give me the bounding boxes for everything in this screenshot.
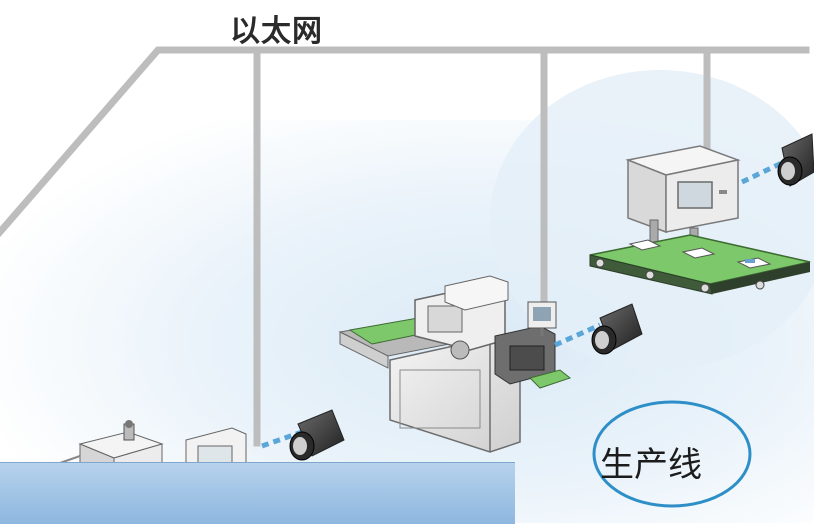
bottom-banner xyxy=(0,462,515,524)
production-line-label: 生产线 xyxy=(600,445,702,485)
controller-cabinet-icon xyxy=(625,145,741,255)
industrial-camera-icon xyxy=(777,133,814,187)
industrial-camera-icon xyxy=(591,303,643,355)
production-line-stamp xyxy=(592,400,752,508)
ethernet-cable xyxy=(0,46,810,447)
conveyor-icon xyxy=(589,234,811,295)
ethernet-label: 以太网 xyxy=(230,14,323,49)
industrial-camera-icon xyxy=(289,409,345,461)
camera-link-2 xyxy=(553,322,602,348)
packaging-machine-icon xyxy=(338,275,572,453)
